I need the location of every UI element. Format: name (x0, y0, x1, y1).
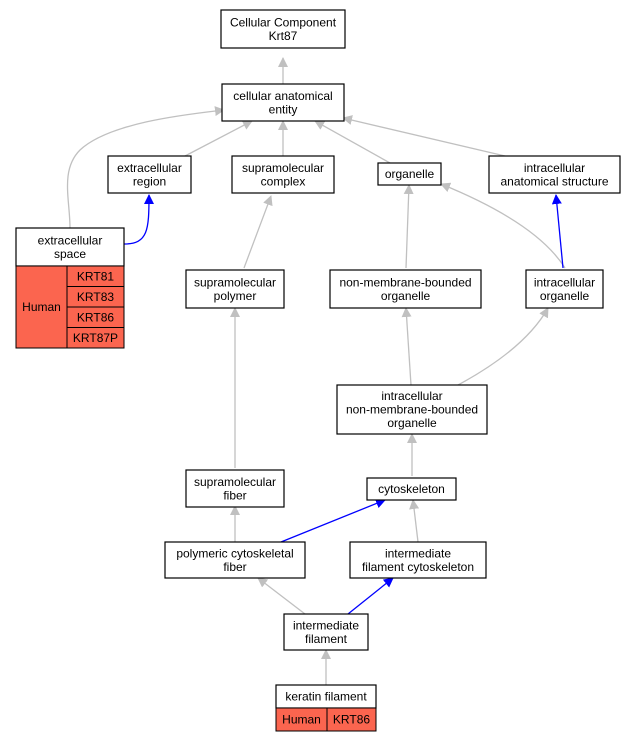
node-box (185, 469, 285, 508)
node-keratin-filament[interactable]: keratin filament (275, 684, 377, 709)
node-box (525, 269, 604, 309)
species-label: Human (282, 713, 321, 727)
node-label-cae: entity (269, 102, 298, 116)
node-label-supra-complex: supramolecular (242, 161, 324, 175)
edge-intra-organelle-to-organelle (440, 182, 566, 269)
gene-label-krt86: KRT86 (77, 310, 114, 324)
gene-label-krt83: KRT83 (77, 290, 114, 304)
node-box (377, 162, 442, 186)
edges-layer (66, 57, 566, 685)
node-label-extra-space: space (54, 247, 86, 261)
gene-label-krt81: KRT81 (77, 269, 114, 283)
edge-extra-space-to-cae (66, 106, 225, 229)
species-label: Human (22, 300, 61, 314)
edge-intra-organelle-to-intra-struct (551, 194, 564, 269)
node-label-extra-region: extracellular (117, 161, 182, 175)
edge-intra-nmb-to-nmb-organelle (401, 307, 412, 386)
node-box (336, 384, 488, 435)
node-box (220, 9, 346, 49)
node-box (231, 155, 335, 194)
node-box (283, 613, 369, 651)
edge-extra-region-to-cae (184, 120, 253, 157)
annotation-keratin-filament: Human KRT86 (275, 707, 377, 732)
node-box (329, 269, 482, 309)
edge-if-to-poly-fiber (257, 577, 306, 615)
gene-cell (66, 327, 125, 349)
node-box (221, 83, 345, 122)
edge-if-to-if-cytoskeleton (347, 577, 394, 615)
node-label-supra-complex: complex (261, 174, 306, 188)
node-label-poly-cyto-fiber: fiber (223, 560, 246, 574)
edge-if-cytoskeleton-to-cytoskeleton (409, 499, 420, 543)
edge-extra-space-to-extra-region (123, 194, 154, 245)
node-label-intra-nmb-organelle: organelle (387, 416, 437, 430)
edge-supra-polymer-to-supra-complex (243, 195, 273, 269)
node-box (107, 155, 192, 194)
edge-nmb-organelle-to-organelle (403, 184, 414, 269)
gene-cell (326, 707, 377, 732)
node-label-intra-nmb-organelle: non-membrane-bounded (346, 403, 478, 417)
node-label-supra-polymer: polymer (214, 289, 257, 303)
node-label-if: intermediate (293, 618, 359, 632)
node-label-supra-fiber: fiber (223, 488, 246, 502)
node-label-if-cytoskeleton: intermediate (385, 546, 451, 560)
node-box (164, 541, 306, 579)
node-label-cae: cellular anatomical (233, 89, 332, 103)
node-label-organelle: organelle (385, 167, 435, 181)
node-label-intra-struct: anatomical structure (500, 174, 608, 188)
node-label-if-cytoskeleton: filament cytoskeleton (362, 560, 474, 574)
node-label-supra-fiber: supramolecular (194, 475, 276, 489)
edge-intra-nmb-to-intra-organelle (457, 307, 549, 386)
edge-organelle-to-cae (314, 120, 391, 164)
node-label-nmb-organelle: organelle (381, 289, 431, 303)
node-label-intra-struct: intracellular (524, 161, 585, 175)
node-intra-nmb-organelle[interactable]: intracellularnon-membrane-boundedorganel… (336, 384, 488, 435)
gene-label-krt87p: KRT87P (73, 331, 118, 345)
node-label-root: Krt87 (269, 29, 298, 43)
node-label-intra-nmb-organelle: intracellular (381, 389, 442, 403)
edge-poly-fiber-to-cytoskeleton (280, 498, 386, 543)
node-label-if: filament (305, 632, 348, 646)
node-label-nmb-organelle: non-membrane-bounded (339, 275, 471, 289)
node-label-cytoskeleton: cytoskeleton (378, 482, 445, 496)
node-organelle[interactable]: organelle (377, 162, 442, 186)
species-cell (15, 265, 68, 349)
node-label-intra-organelle: organelle (540, 289, 590, 303)
node-label-keratin-filament: keratin filament (285, 690, 367, 704)
node-box (366, 477, 457, 501)
node-box (488, 155, 621, 194)
node-label-root: Cellular Component (230, 15, 337, 29)
node-label-extra-space: extracellular (38, 233, 103, 247)
node-box (349, 541, 487, 579)
node-label-supra-polymer: supramolecular (194, 275, 276, 289)
node-box (185, 269, 285, 309)
node-label-poly-cyto-fiber: polymeric cytoskeletal (176, 546, 293, 560)
node-label-intra-organelle: intracellular (534, 275, 595, 289)
gene-label-krt86: KRT86 (333, 713, 370, 727)
edge-intra-struct-to-cae (342, 115, 506, 157)
node-label-extra-region: region (133, 174, 166, 188)
node-cytoskeleton[interactable]: cytoskeleton (366, 477, 457, 501)
